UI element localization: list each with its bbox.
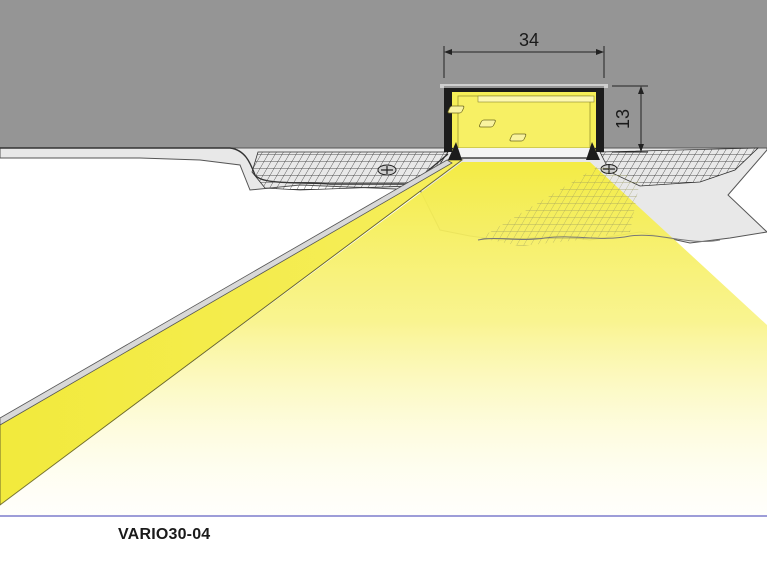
light-cone: [0, 162, 767, 515]
width-dimension: 34: [443, 30, 605, 78]
light-strip-edge: [0, 159, 453, 426]
plaster-underside: [477, 234, 721, 243]
mesh-under-light: [480, 165, 640, 246]
height-dimension-label: 13: [613, 109, 633, 129]
screw-left-icon: [377, 164, 397, 176]
mesh-left: [251, 151, 449, 191]
product-code: VARIO30-04: [118, 526, 211, 543]
aluminium-profile: [440, 84, 608, 160]
ceiling-slab: [0, 0, 767, 148]
width-dimension-label: 34: [519, 30, 539, 50]
height-dimension: 13: [612, 85, 648, 153]
led-chip-icon: [447, 105, 527, 142]
